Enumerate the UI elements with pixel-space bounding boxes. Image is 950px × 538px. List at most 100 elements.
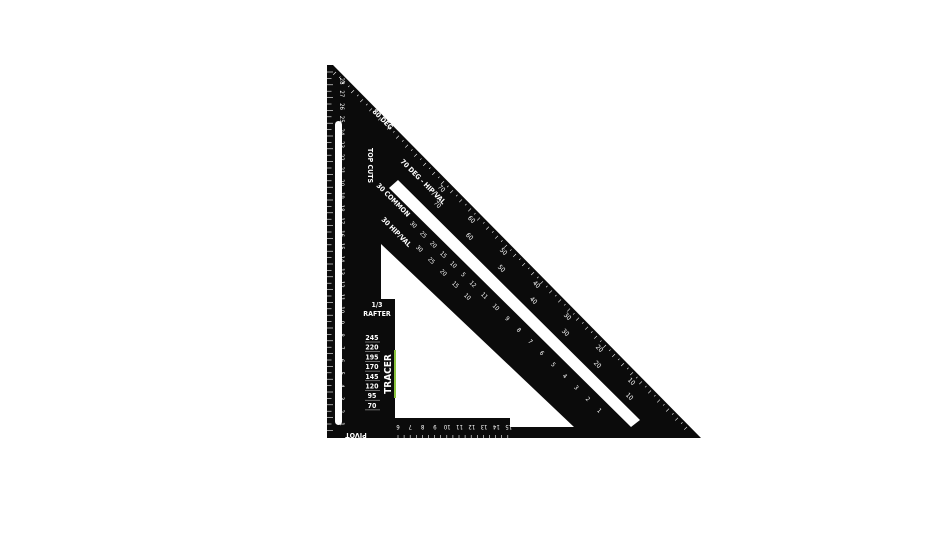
step-number: 5	[549, 361, 556, 368]
left-scale-number: 19	[338, 192, 345, 199]
degree-label-outer: 40	[531, 279, 542, 290]
hypotenuse-tick	[638, 381, 643, 385]
hypotenuse-tick	[341, 80, 346, 85]
hypotenuse-tick	[383, 121, 386, 124]
hypotenuse-tick	[680, 422, 683, 424]
hypotenuse-tick	[374, 112, 377, 115]
step-number: 2	[584, 396, 591, 403]
hypotenuse-tick	[350, 89, 355, 94]
degree-label-inner: 40	[528, 295, 539, 306]
hypotenuse-tick	[440, 180, 445, 185]
hypotenuse-tick	[554, 294, 557, 297]
left-scale-number: 23	[338, 141, 345, 148]
common-scale-number: 20	[438, 268, 448, 278]
hypotenuse-tick	[395, 135, 400, 139]
bottom-scale-number: 11	[456, 423, 463, 430]
left-scale-number: 26	[338, 103, 345, 110]
hypotenuse-tick	[674, 417, 679, 421]
hypotenuse-tick	[473, 212, 476, 215]
hypotenuse-tick	[656, 399, 661, 403]
hypotenuse-tick	[644, 385, 647, 388]
step-number: 4	[561, 373, 569, 381]
hypotenuse-tick	[671, 413, 674, 415]
hypotenuse-tick	[665, 408, 670, 412]
left-scale-number: 11	[338, 294, 345, 301]
rafter-value: 220	[365, 344, 379, 352]
left-scale-number: 14	[338, 255, 345, 262]
degree-label-outer: 60	[466, 214, 477, 225]
bottom-scale-number: 12	[468, 423, 475, 430]
hypotenuse-tick	[683, 426, 688, 430]
hypotenuse-tick	[539, 281, 544, 285]
hypotenuse-tick	[467, 208, 472, 212]
hypotenuse-tick	[566, 308, 571, 312]
rafter-title-1: 1/3	[371, 301, 382, 309]
left-scale-number: 20	[338, 179, 345, 186]
hypotenuse-tick	[494, 235, 499, 239]
hypotenuse-tick	[332, 71, 337, 76]
hypotenuse-tick	[575, 317, 580, 321]
hypotenuse-tick	[500, 240, 503, 242]
degree-label-inner: 60	[464, 231, 475, 242]
svg-text:TRACER: TRACER	[383, 354, 394, 394]
left-scale-number: 27	[338, 90, 345, 97]
degree-label-inner: 70	[432, 199, 443, 210]
hypotenuse-tick	[338, 76, 341, 79]
hypotenuse-tick	[437, 176, 440, 179]
hypotenuse-tick	[536, 276, 539, 279]
left-scale-number: 6	[338, 359, 345, 363]
hypotenuse-tick	[476, 217, 481, 221]
hypotenuse-tick	[647, 390, 652, 394]
left-scale-number: 18	[338, 205, 345, 212]
left-scale-number: 3	[338, 397, 345, 400]
degree-label-outer: 10	[626, 376, 637, 387]
bottom-scale-number: 9	[433, 423, 437, 430]
hypotenuse-tick	[611, 353, 616, 358]
common-scale-number: 25	[426, 256, 436, 266]
hypotenuse-tick	[626, 367, 629, 370]
rafter-title-2: RAFTER	[363, 310, 391, 318]
hypotenuse-tick	[365, 103, 368, 106]
hypotenuse-tick	[404, 144, 409, 148]
hypotenuse-tick	[509, 249, 512, 252]
hypotenuse-tick	[629, 372, 634, 376]
hypotenuse-tick	[563, 303, 566, 306]
hypotenuse-tick	[617, 358, 620, 361]
hypotenuse-tick	[419, 158, 422, 161]
left-scale-number: 2	[338, 410, 345, 413]
rafter-value: 120	[365, 383, 379, 391]
step-number: 3	[572, 384, 579, 391]
hypotenuse-tick	[602, 344, 607, 349]
hip-scale-number: 15	[438, 250, 448, 260]
left-scale-number: 28	[338, 78, 345, 85]
left-scale-number: 10	[338, 306, 345, 313]
degree-label-inner: 50	[496, 263, 507, 274]
left-slot	[335, 121, 342, 425]
hypotenuse-tick	[620, 362, 625, 367]
hypotenuse-tick	[377, 117, 382, 121]
bottom-scale-number: 13	[481, 423, 488, 430]
degree-label-inner: 20	[592, 359, 603, 370]
hypotenuse-tick	[464, 203, 467, 206]
step-number: 1	[595, 407, 602, 414]
hypotenuse-tick	[512, 253, 517, 258]
hypotenuse-tick	[482, 221, 485, 224]
step-number: 11	[479, 291, 489, 301]
step-number: 6	[538, 350, 546, 358]
degree-label-inner: 10	[624, 391, 635, 402]
left-scale-number: 25	[338, 116, 345, 123]
left-scale-number: 5	[338, 371, 345, 374]
bottom-scale-number: 7	[409, 423, 412, 430]
hypotenuse-tick	[653, 394, 656, 397]
left-scale-number: 13	[338, 268, 345, 275]
hypotenuse-tick	[584, 326, 589, 330]
common-scale-number: 30	[414, 244, 424, 254]
bottom-scale-number: 6	[396, 423, 400, 430]
hypotenuse-tick	[590, 331, 593, 333]
hip-scale-number: 10	[448, 260, 458, 270]
rafter-value: 245	[365, 334, 378, 342]
